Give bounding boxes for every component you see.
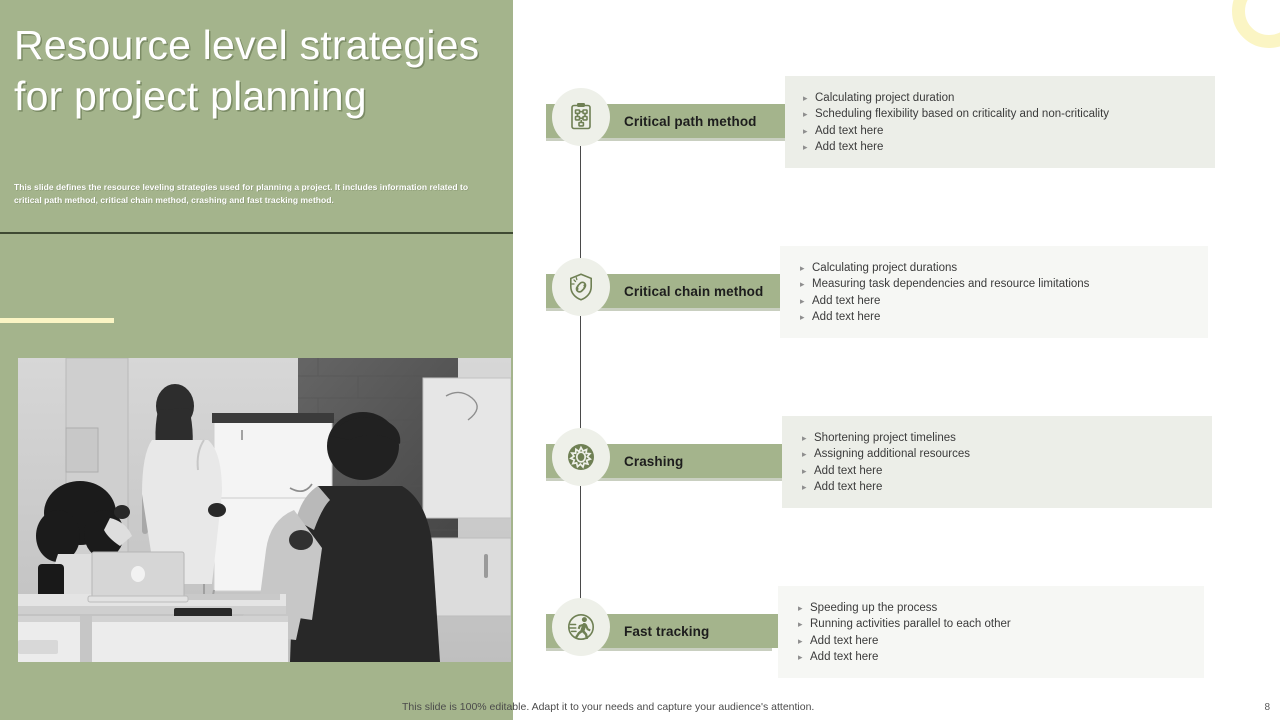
bullet-triangle-icon: ▸ — [802, 449, 807, 460]
bar-shadow — [546, 308, 788, 311]
list-item: ▸ Add text here — [798, 649, 1204, 665]
list-item: ▸ Assigning additional resources — [802, 446, 1212, 462]
list-item: ▸ Add text here — [802, 463, 1212, 479]
strategy-label: Critical chain method — [624, 283, 764, 299]
bullet-text: Shortening project timelines — [814, 432, 956, 444]
bullet-list: ▸ Calculating project duration ▸ Schedulin… — [803, 90, 1215, 156]
list-item: ▸ Add text here — [803, 123, 1215, 139]
bullet-text: Speeding up the process — [810, 602, 938, 614]
strategy-content-box: ▸ Shortening project timelines ▸ Assigning… — [782, 416, 1212, 508]
bullet-triangle-icon: ▸ — [800, 312, 805, 323]
bullet-list: ▸ Speeding up the process ▸ Running activi… — [798, 600, 1204, 666]
bullet-text: Calculating project duration — [815, 92, 955, 104]
bullet-text: Measuring task dependencies and resource… — [812, 278, 1090, 291]
list-item: ▸ Speeding up the process — [798, 600, 1204, 616]
bar-shadow — [546, 138, 808, 141]
list-item: ▸ Add text here — [802, 479, 1212, 495]
bullet-list: ▸ Shortening project timelines ▸ Assigning… — [802, 430, 1212, 496]
yellow-accent-frame — [0, 318, 114, 618]
timeline-connector-line — [580, 132, 581, 632]
strategy-label: Fast tracking — [624, 623, 710, 639]
bullet-list: ▸ Calculating project durations ▸ Measurin… — [800, 260, 1208, 326]
bullet-triangle-icon: ▸ — [798, 635, 803, 646]
list-item: ▸ Measuring task dependencies and resourc… — [800, 276, 1208, 292]
bar-shadow — [546, 648, 772, 651]
list-item: ▸ Shortening project timelines — [802, 430, 1212, 446]
bar-shadow — [546, 478, 788, 481]
running-person-icon — [552, 598, 610, 656]
list-item: ▸ Calculating project durations — [800, 260, 1208, 276]
bullet-triangle-icon: ▸ — [800, 263, 805, 273]
bullet-triangle-icon: ▸ — [802, 433, 807, 443]
footer-green-band — [0, 694, 513, 720]
bullet-triangle-icon: ▸ — [803, 109, 808, 120]
bullet-text: Add text here — [815, 124, 884, 137]
list-item: ▸ Calculating project duration — [803, 90, 1215, 106]
bullet-text: Add text here — [814, 464, 883, 477]
bullet-triangle-icon: ▸ — [800, 279, 805, 290]
shield-chain-icon — [552, 258, 610, 316]
bullet-text: Add text here — [810, 634, 879, 647]
list-item: ▸ Add text here — [800, 309, 1208, 325]
bullet-text: Add text here — [812, 311, 881, 324]
bullet-text: Assigning additional resources — [814, 448, 970, 461]
strategy-content-box: ▸ Calculating project durations ▸ Measurin… — [780, 246, 1208, 338]
page-title: Resource level strategies for project pl… — [14, 22, 480, 119]
list-item: ▸ Add text here — [798, 633, 1204, 649]
clipboard-flowchart-icon — [552, 88, 610, 146]
bullet-text: Add text here — [812, 294, 881, 307]
strategy-content-box: ▸ Calculating project duration ▸ Schedulin… — [785, 76, 1215, 168]
bullet-triangle-icon: ▸ — [800, 295, 805, 306]
strategy-content-box: ▸ Speeding up the process ▸ Running activi… — [778, 586, 1204, 678]
bullet-triangle-icon: ▸ — [802, 465, 807, 476]
bullet-triangle-icon: ▸ — [803, 93, 808, 103]
bullet-triangle-icon: ▸ — [798, 619, 803, 630]
meeting-photo — [18, 358, 511, 662]
title-divider — [0, 232, 513, 234]
corner-ring-decoration — [1232, 0, 1280, 48]
list-item: ▸ Add text here — [800, 293, 1208, 309]
bullet-text: Add text here — [810, 651, 879, 664]
list-item: ▸ Add text here — [803, 139, 1215, 155]
bullet-triangle-icon: ▸ — [803, 125, 808, 136]
page-subtitle: This slide defines the resource leveling… — [14, 182, 469, 205]
list-item: ▸ Scheduling flexibility based on critica… — [803, 106, 1215, 122]
bullet-text: Calculating project durations — [812, 262, 958, 274]
gear-burst-icon — [552, 428, 610, 486]
bullet-text: Add text here — [814, 481, 883, 494]
strategy-label: Critical path method — [624, 113, 757, 129]
list-item: ▸ Running activities parallel to each oth… — [798, 616, 1204, 632]
strategy-label: Crashing — [624, 453, 684, 469]
bullet-text: Running activities parallel to each othe… — [810, 618, 1011, 631]
bullet-triangle-icon: ▸ — [803, 142, 808, 153]
footer-note: This slide is 100% editable. Adapt it to… — [402, 701, 815, 713]
bullet-triangle-icon: ▸ — [798, 652, 803, 663]
bullet-text: Add text here — [815, 141, 884, 154]
bullet-triangle-icon: ▸ — [798, 603, 803, 613]
page-number: 8 — [1264, 702, 1270, 713]
meeting-photo-illustration — [18, 358, 511, 662]
bullet-triangle-icon: ▸ — [802, 482, 807, 493]
bullet-text: Scheduling flexibility based on critical… — [815, 108, 1110, 121]
